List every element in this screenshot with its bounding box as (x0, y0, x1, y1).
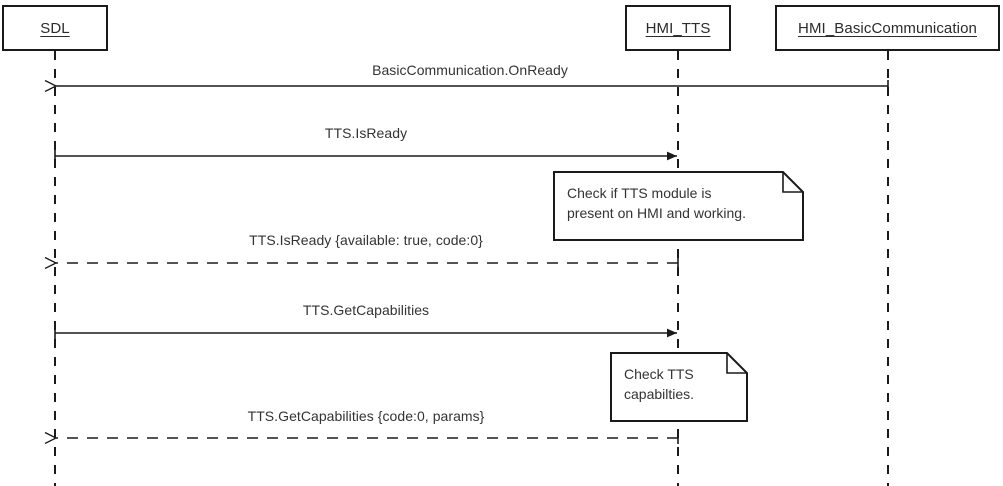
message-label-msg-tts-getcapabilities-call: TTS.GetCapabilities (302, 302, 430, 318)
note-text-note-tts-capabilities-check: Check TTS capabilties. (624, 364, 734, 404)
lifeline-label-hmi_basiccommunication: HMI_BasicCommunication (798, 19, 977, 37)
note-fold-corner-note-tts-module-check (782, 172, 803, 193)
message-label-msg-basiccommunication-onready: BasicCommunication.OnReady (372, 62, 568, 78)
lifeline-head-sdl[interactable]: SDL (2, 5, 108, 51)
note-text-line: present on HMI and working. (567, 205, 746, 221)
message-label-msg-tts-isready-call: TTS.IsReady (324, 125, 408, 141)
lifeline-label-hmi_tts: HMI_TTS (645, 19, 711, 37)
lifeline-label-sdl: SDL (40, 19, 70, 37)
lifeline-head-hmi_tts[interactable]: HMI_TTS (625, 5, 731, 51)
lifeline-head-hmi_basiccommunication[interactable]: HMI_BasicCommunication (775, 5, 1000, 51)
message-label-msg-tts-isready-return: TTS.IsReady {available: true, code:0} (249, 232, 483, 248)
message-label-msg-tts-getcapabilities-return: TTS.GetCapabilities {code:0, params} (247, 408, 485, 424)
note-text-line: Check if TTS module is (567, 185, 712, 201)
note-text-note-tts-module-check: Check if TTS module is present on HMI and… (567, 183, 790, 223)
note-fold-corner-note-tts-capabilities-check (726, 353, 747, 374)
note-text-line: Check TTS (624, 366, 694, 382)
note-shape-note-tts-capabilities-check (610, 352, 748, 422)
note-text-line: capabilties. (624, 386, 695, 402)
note-note-tts-module-check[interactable]: Check if TTS module is present on HMI and… (553, 171, 804, 241)
message-arrow-layer (55, 80, 889, 444)
note-note-tts-capabilities-check[interactable]: Check TTS capabilties. (610, 352, 748, 422)
note-shape-note-tts-module-check (553, 171, 804, 241)
